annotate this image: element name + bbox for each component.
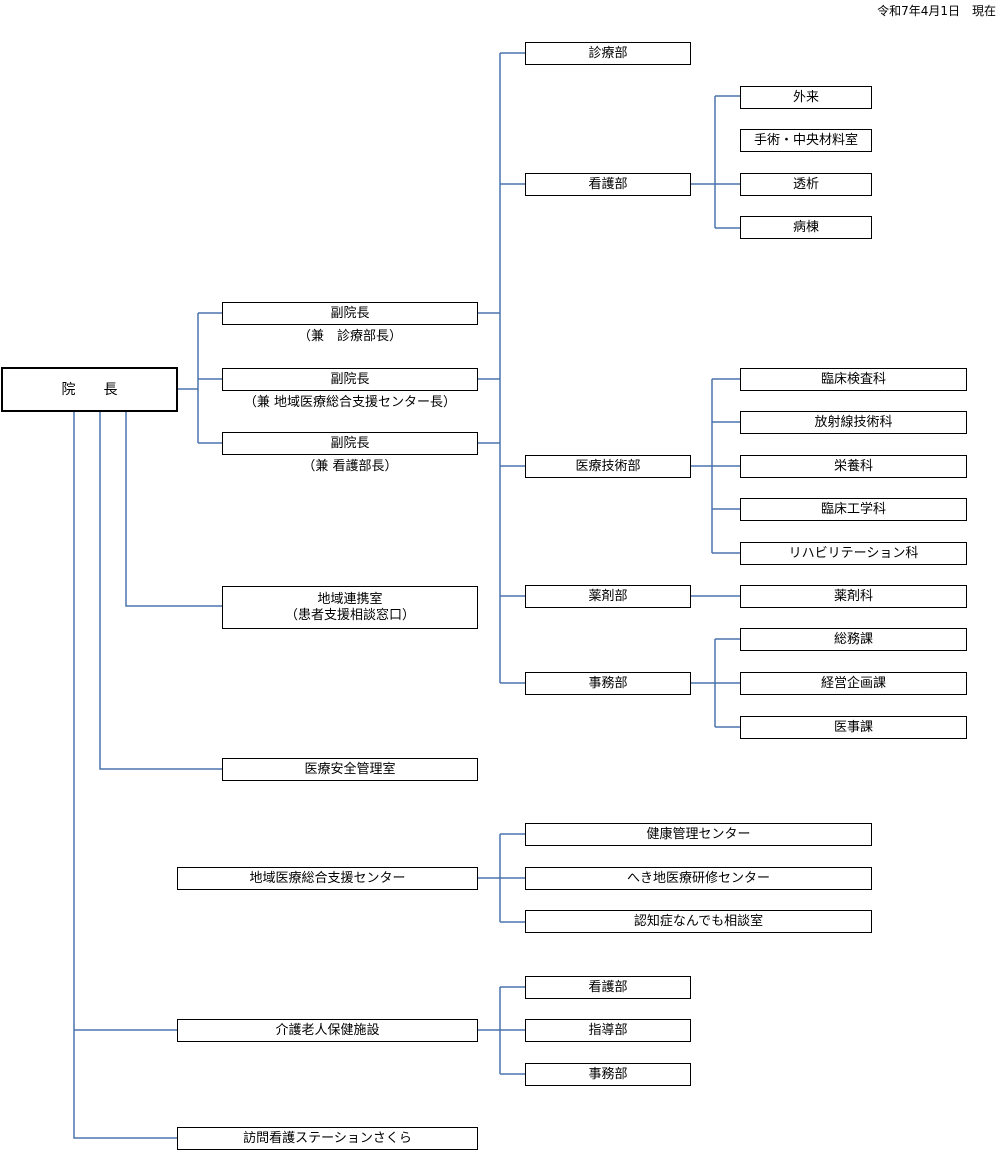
vice-director-2-note: （兼 地域医療総合支援センター長） bbox=[243, 395, 457, 410]
dept-gijutsu-box: 医療技術部 bbox=[525, 455, 691, 478]
unit-somu-box: 総務課 bbox=[740, 628, 967, 651]
unit-shujutsu-box: 手術・中央材料室 bbox=[740, 129, 872, 152]
center-kenko-box: 健康管理センター bbox=[525, 823, 872, 846]
renkei-line2: （患者支援相談窓口） bbox=[284, 607, 415, 623]
director-box: 院 長 bbox=[1, 367, 178, 412]
unit-iji-box: 医事課 bbox=[740, 716, 967, 739]
vice-director-2-box: 副院長 bbox=[222, 368, 478, 391]
houmon-box: 訪問看護ステーションさくら bbox=[177, 1127, 478, 1150]
unit-touseki-box: 透析 bbox=[740, 173, 872, 196]
as-of-date: 令和7年4月1日 現在 bbox=[877, 4, 996, 18]
center-hekichi-box: へき地医療研修センター bbox=[525, 867, 872, 890]
dept-shinryo-box: 診療部 bbox=[525, 42, 691, 65]
center-ninchi-box: 認知症なんでも相談室 bbox=[525, 910, 872, 933]
vice-director-1-note: （兼 診療部長） bbox=[297, 329, 402, 344]
roken-box: 介護老人保健施設 bbox=[177, 1019, 478, 1042]
renkei-line1: 地域連携室 bbox=[317, 591, 383, 607]
unit-eiyo-box: 栄養科 bbox=[740, 455, 967, 478]
unit-gairai-box: 外来 bbox=[740, 86, 872, 109]
unit-byoto-box: 病棟 bbox=[740, 216, 872, 239]
vice-director-3-box: 副院長 bbox=[222, 432, 478, 455]
unit-yakuzaika-box: 薬剤科 bbox=[740, 585, 967, 608]
dept-yakuzai-box: 薬剤部 bbox=[525, 585, 691, 608]
roken-shido-box: 指導部 bbox=[525, 1019, 691, 1042]
unit-riha-box: リハビリテーション科 bbox=[740, 542, 967, 565]
roken-kango-box: 看護部 bbox=[525, 976, 691, 999]
vice-director-1-box: 副院長 bbox=[222, 302, 478, 325]
dept-kango-box: 看護部 bbox=[525, 173, 691, 196]
vice-director-3-note: （兼 看護部長） bbox=[302, 459, 398, 474]
center-box: 地域医療総合支援センター bbox=[177, 867, 478, 890]
unit-hoshasen-box: 放射線技術科 bbox=[740, 411, 967, 434]
unit-keiei-box: 経営企画課 bbox=[740, 672, 967, 695]
unit-kensa-box: 臨床検査科 bbox=[740, 368, 967, 391]
renkei-box: 地域連携室 （患者支援相談窓口） bbox=[222, 586, 478, 629]
anzen-box: 医療安全管理室 bbox=[222, 758, 478, 781]
roken-jimu-box: 事務部 bbox=[525, 1063, 691, 1086]
unit-kogaku-box: 臨床工学科 bbox=[740, 498, 967, 521]
dept-jimu-box: 事務部 bbox=[525, 672, 691, 695]
